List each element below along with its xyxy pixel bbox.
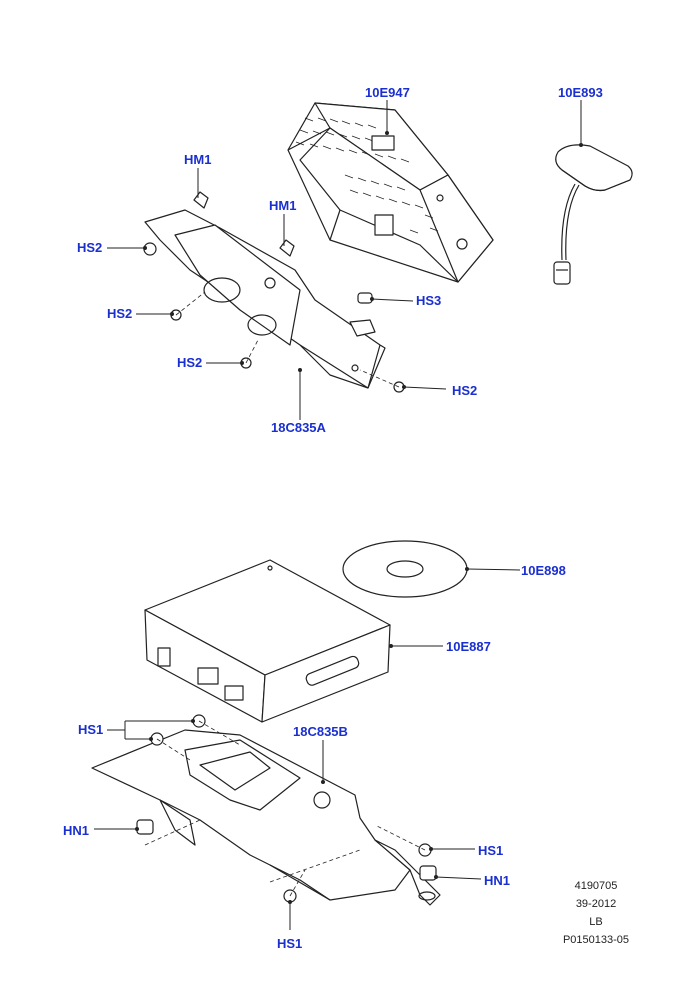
reference-line-2: 39-2012	[575, 898, 617, 910]
disc-drawing	[342, 540, 468, 598]
callout-hs2-lower-left: HS2	[177, 355, 203, 370]
callout-hs1-right: HS1	[478, 843, 504, 858]
reference-line-4: P0150133-05	[562, 934, 630, 946]
radio-module-drawing	[287, 102, 494, 283]
callout-hs2-mid-left: HS2	[107, 306, 133, 321]
bracket-a-drawing	[144, 209, 386, 389]
leader-dots	[135, 131, 583, 904]
callout-hs1-top: HS1	[78, 722, 104, 737]
callout-bracket-a: 18C835A	[271, 420, 326, 435]
callout-cd-unit: 10E887	[446, 639, 491, 654]
reference-line-3: LB	[589, 916, 603, 928]
antenna-drawing	[553, 144, 633, 285]
cd-unit-drawing	[144, 559, 391, 723]
fasteners-top	[143, 191, 405, 393]
callout-antenna: 10E893	[558, 85, 603, 100]
callout-radio-module: 10E947	[365, 85, 410, 100]
callout-hm1-left: HM1	[184, 152, 212, 167]
callout-hs1-bottom: HS1	[277, 936, 303, 951]
callout-disc: 10E898	[521, 563, 566, 578]
reference-line-1: 4190705	[574, 880, 618, 892]
callout-hn1-left: HN1	[63, 823, 90, 838]
callout-bracket-b: 18C835B	[293, 724, 348, 739]
callout-hs2-top-left: HS2	[77, 240, 103, 255]
leader-lines	[94, 100, 582, 930]
callout-hn1-right: HN1	[484, 873, 511, 888]
alignment-dashes	[144, 291, 426, 897]
callout-hs2-right: HS2	[452, 383, 478, 398]
bracket-b-drawing	[91, 729, 441, 906]
callout-hs3: HS3	[416, 293, 442, 308]
callout-hm1-right: HM1	[269, 198, 297, 213]
